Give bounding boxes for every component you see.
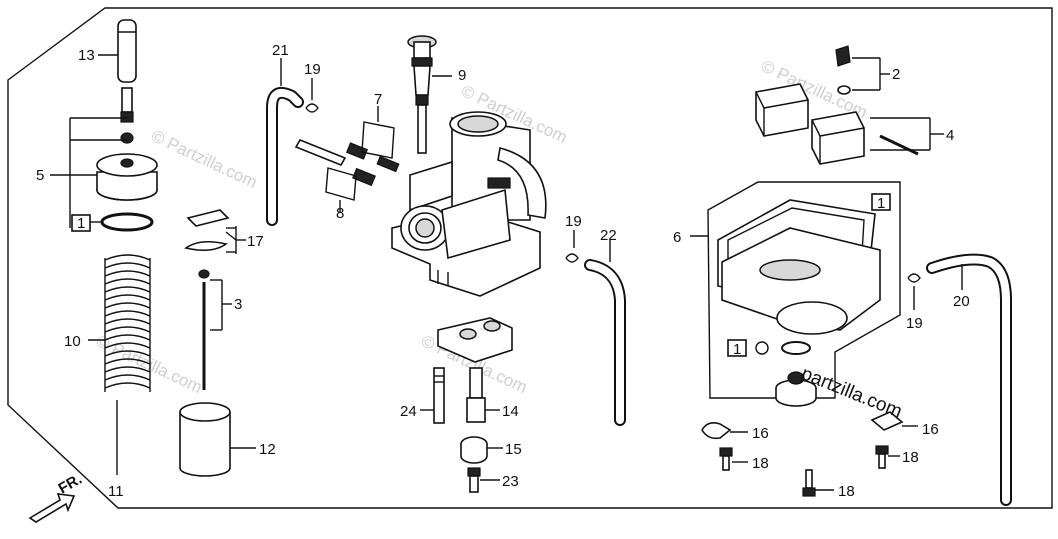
part-21-hose	[266, 58, 304, 226]
callout-3: 3	[234, 296, 242, 313]
callout-1: 1	[77, 215, 85, 232]
callout-6: 6	[673, 229, 681, 246]
diagram-frame	[7, 7, 1053, 509]
callout-17: 17	[247, 233, 264, 250]
adjuster-screw	[120, 87, 134, 144]
part-19-clip-top	[305, 78, 319, 113]
part-9-idle-screw	[407, 35, 452, 154]
callout-19: 19	[304, 61, 321, 78]
label-box	[71, 214, 91, 232]
carburetor-body	[391, 111, 547, 297]
part-20-hose	[926, 253, 1012, 506]
drain-plug	[775, 371, 817, 407]
part-10-spring	[88, 254, 151, 392]
callout-18: 18	[902, 449, 919, 466]
o-ring	[100, 212, 154, 232]
callout-2: 2	[892, 66, 900, 83]
part-13-cap	[98, 19, 137, 83]
callout-20: 20	[953, 293, 970, 310]
callout-19: 19	[565, 213, 582, 230]
callout-7: 7	[374, 91, 382, 108]
part-2-float-valve	[835, 45, 890, 95]
front-direction-arrow: FR.	[28, 471, 85, 523]
part-14-jet	[466, 367, 500, 423]
callout-11: 11	[108, 483, 124, 500]
label-box	[871, 193, 891, 211]
part-18-screw	[802, 469, 834, 497]
callout-15: 15	[505, 441, 522, 458]
part-23-bolt	[467, 467, 500, 493]
part-22-hose	[584, 240, 626, 426]
part-12-throttle-valve	[179, 402, 256, 477]
callout-23: 23	[502, 473, 519, 490]
float-baffle-plate	[437, 317, 513, 363]
callout-21: 21	[272, 42, 289, 59]
callout-18: 18	[752, 455, 769, 472]
part-7-8-pilot-screws	[294, 106, 400, 212]
part-19-clip-middle	[565, 230, 579, 263]
part-18-screw	[719, 447, 748, 471]
callout-16: 16	[752, 425, 769, 442]
callout-1: 1	[877, 195, 885, 212]
callout-9: 9	[458, 67, 466, 84]
part-17-clip	[184, 209, 246, 254]
watermark: © Partzilla.com	[148, 126, 260, 192]
part-4-floats	[755, 83, 944, 165]
callouts: 13 5 1 10 11 17 3 12 21 19 7 8 9 24 14 1…	[36, 42, 970, 500]
part-3-jet-needle	[198, 269, 232, 390]
callout-18: 18	[838, 483, 855, 500]
part-16-clamp-left	[701, 422, 748, 440]
part-18-screw	[875, 445, 900, 469]
callout-1: 1	[733, 341, 741, 358]
callout-10: 10	[64, 333, 81, 350]
callout-8: 8	[336, 205, 344, 222]
callout-24: 24	[400, 403, 417, 420]
callout-19: 19	[906, 315, 923, 332]
callout-4: 4	[946, 127, 954, 144]
callout-13: 13	[78, 47, 95, 64]
callout-14: 14	[502, 403, 519, 420]
callout-12: 12	[259, 441, 276, 458]
float-bowl-bracket	[707, 181, 901, 399]
part-24-jet	[420, 367, 445, 424]
callout-5: 5	[36, 167, 44, 184]
drain-o-ring	[781, 341, 811, 355]
callout-22: 22	[600, 227, 617, 244]
part-15-nut	[460, 436, 503, 464]
part-6-float-chamber	[717, 199, 881, 335]
part-19-clip-right	[907, 273, 921, 310]
label-box	[727, 339, 747, 357]
callout-16: 16	[922, 421, 939, 438]
part-5-top-cap	[96, 153, 158, 201]
part-16-clamp-right	[870, 411, 918, 431]
